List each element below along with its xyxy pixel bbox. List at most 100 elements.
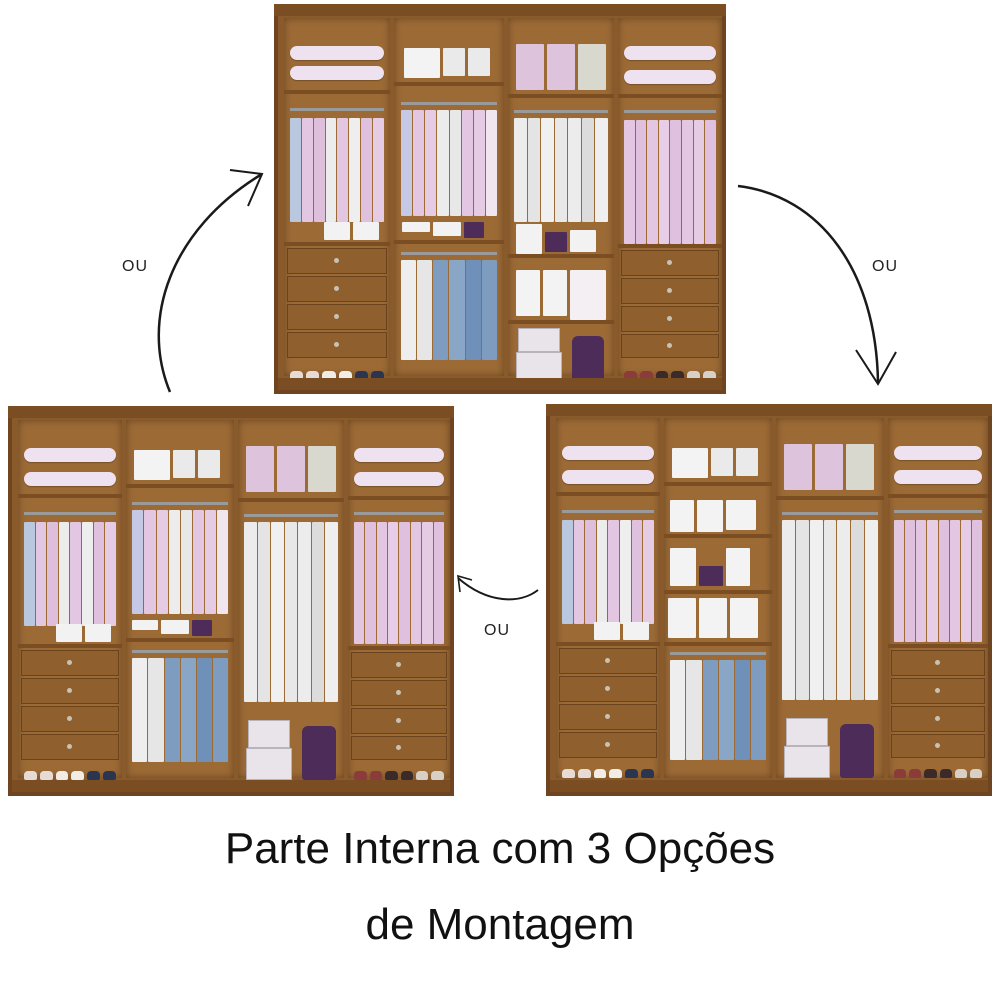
hanging-rod xyxy=(132,650,228,653)
drawer xyxy=(621,334,719,358)
shoes xyxy=(894,764,983,778)
folded-shirts xyxy=(516,44,606,90)
drawer xyxy=(21,650,119,676)
pillow xyxy=(354,472,444,486)
drawer xyxy=(21,706,119,732)
purple-bag xyxy=(302,726,336,780)
wardrobe-option-top xyxy=(274,4,726,394)
pillow xyxy=(894,446,982,460)
drawer xyxy=(351,652,447,678)
hanging-clothes xyxy=(894,520,982,642)
storage-box xyxy=(784,746,830,778)
shelf xyxy=(508,320,614,324)
pillow xyxy=(624,46,716,60)
column-3 xyxy=(508,18,614,384)
column-1 xyxy=(556,418,660,778)
wardrobe-base xyxy=(12,780,450,792)
shelf xyxy=(348,496,450,500)
shelf xyxy=(776,496,884,500)
shelf xyxy=(888,494,988,498)
folded-items xyxy=(672,448,758,478)
pillow xyxy=(624,70,716,84)
hanging-rod xyxy=(782,512,878,515)
pillow xyxy=(894,470,982,484)
shelf xyxy=(888,644,988,648)
shelf xyxy=(126,638,234,642)
shelf xyxy=(556,492,660,496)
hanging-clothes xyxy=(624,120,716,244)
folded-towels xyxy=(594,622,649,640)
folded-items xyxy=(516,224,596,254)
long-hanging-clothes xyxy=(244,522,338,702)
shelf xyxy=(664,482,772,486)
column-4 xyxy=(618,18,722,380)
shoes xyxy=(354,766,444,780)
long-hanging-clothes xyxy=(782,520,878,700)
shelf xyxy=(284,242,390,246)
shelf xyxy=(618,94,722,98)
column-1 xyxy=(284,18,390,380)
hanging-rod xyxy=(670,652,766,655)
pillow xyxy=(24,448,116,462)
storage-box xyxy=(246,748,292,780)
purple-bag xyxy=(572,336,604,382)
hanging-clothes xyxy=(354,522,444,644)
shelf xyxy=(18,494,122,498)
storage-box xyxy=(518,328,560,352)
column-2 xyxy=(664,418,772,778)
hanging-rod xyxy=(354,512,444,515)
shelf xyxy=(394,82,504,86)
drawer xyxy=(287,248,387,274)
shelf xyxy=(508,94,614,98)
drawer xyxy=(621,306,719,332)
folded-towels xyxy=(56,624,111,642)
folded-shirts xyxy=(246,446,336,492)
caption-line-2: de Montagem xyxy=(365,900,635,949)
folded-towels xyxy=(670,548,750,586)
shelf xyxy=(18,644,122,648)
shelf xyxy=(508,254,614,258)
wardrobe-base xyxy=(550,780,988,792)
column-4 xyxy=(348,420,450,780)
hanging-rod xyxy=(894,510,982,513)
hanging-clothes xyxy=(400,110,498,216)
hanging-clothes xyxy=(132,510,228,614)
column-3 xyxy=(238,420,344,780)
folded-shirts xyxy=(784,444,874,490)
shelf xyxy=(284,90,390,94)
shelf xyxy=(394,240,504,244)
shelf xyxy=(126,484,234,488)
storage-box xyxy=(786,718,828,746)
hanging-pants xyxy=(400,260,498,360)
folded-items xyxy=(132,620,212,636)
shelf xyxy=(664,534,772,538)
hanging-pants xyxy=(670,660,766,760)
drawer xyxy=(891,734,985,758)
hanging-clothes xyxy=(290,118,384,222)
ou-label-left: OU xyxy=(122,258,148,275)
pillow xyxy=(354,448,444,462)
shoes xyxy=(562,764,654,778)
folded-items xyxy=(404,48,490,78)
wardrobe-top-panel xyxy=(8,406,454,418)
column-2 xyxy=(394,18,504,376)
ou-label-center: OU xyxy=(484,622,510,639)
drawer xyxy=(559,704,657,730)
drawer xyxy=(21,734,119,760)
hanging-clothes xyxy=(562,520,654,624)
column-2 xyxy=(126,420,234,778)
shelf xyxy=(664,642,772,646)
drawer xyxy=(559,732,657,758)
hanging-rod xyxy=(400,102,498,105)
hanging-rod xyxy=(562,510,654,513)
hanging-rod xyxy=(24,512,116,515)
folded-towels xyxy=(324,222,379,240)
folded-items xyxy=(134,450,220,480)
hanging-rod xyxy=(132,502,228,505)
pillow xyxy=(24,472,116,486)
column-4 xyxy=(888,418,988,778)
drawer xyxy=(621,250,719,276)
drawer xyxy=(891,650,985,676)
